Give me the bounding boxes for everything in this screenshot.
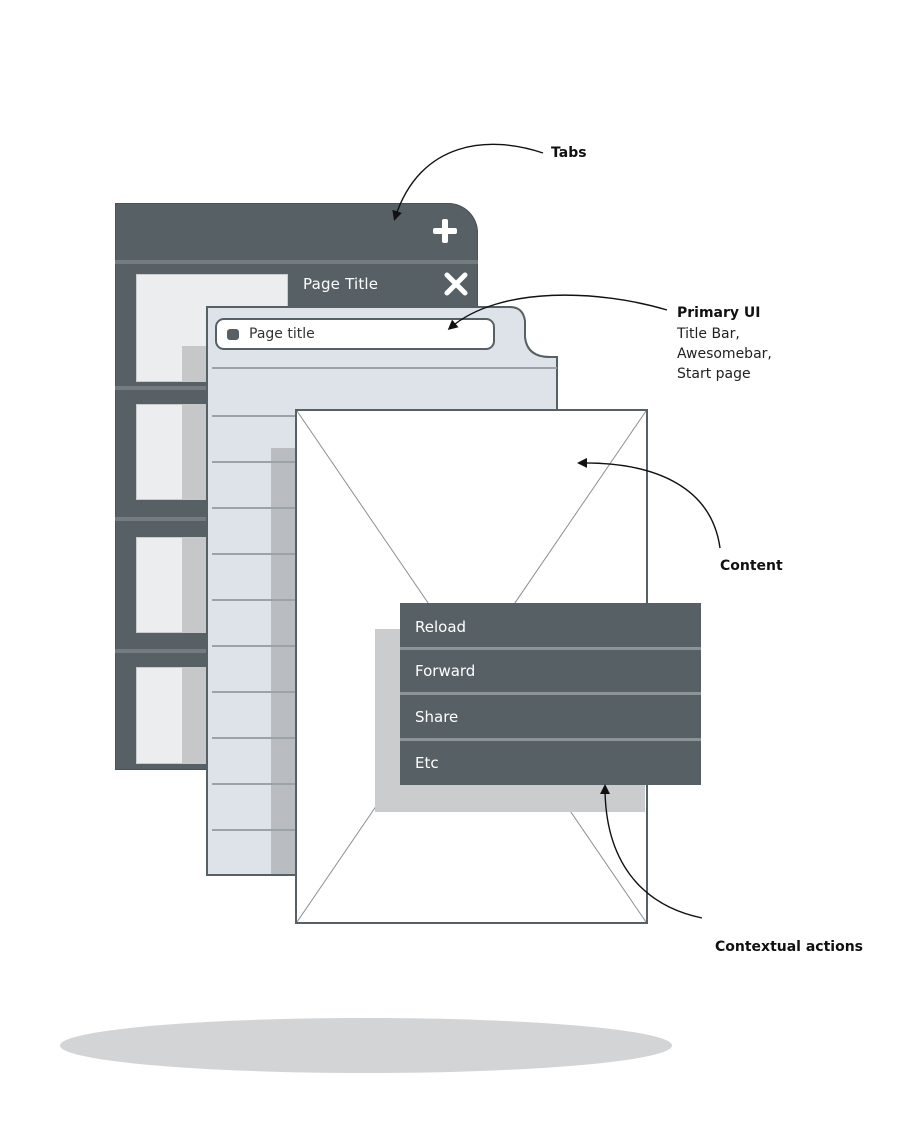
list-divider bbox=[212, 367, 557, 369]
ground-shadow bbox=[60, 1018, 672, 1073]
tabs-header-divider bbox=[115, 260, 478, 264]
primary-ui-description: Title Bar, Awesomebar, Start page bbox=[677, 324, 772, 384]
menu-item-etc[interactable]: Etc bbox=[415, 754, 439, 772]
tabs-label: Tabs bbox=[551, 145, 587, 161]
menu-divider bbox=[400, 692, 701, 695]
menu-divider bbox=[400, 647, 701, 650]
menu-item-reload[interactable]: Reload bbox=[415, 618, 467, 636]
url-text: Page title bbox=[249, 326, 315, 342]
primary-ui-label: Primary UI bbox=[677, 305, 761, 321]
menu-item-share[interactable]: Share bbox=[415, 708, 459, 726]
favicon-icon bbox=[227, 329, 239, 340]
primary-ui-desc-line: Start page bbox=[677, 366, 751, 382]
context-menu: Reload Forward Share Etc bbox=[400, 603, 701, 785]
contextual-actions-label: Contextual actions bbox=[715, 939, 864, 955]
menu-divider bbox=[400, 738, 701, 741]
primary-ui-desc-line: Awesomebar, bbox=[677, 346, 772, 362]
contextual-actions-arrow bbox=[600, 784, 703, 919]
close-icon[interactable] bbox=[443, 271, 469, 297]
menu-item-forward[interactable]: Forward bbox=[415, 662, 476, 680]
plus-icon[interactable] bbox=[431, 217, 459, 245]
tabs-arrow bbox=[392, 143, 544, 221]
content-label: Content bbox=[720, 558, 783, 574]
tab-title: Page Title bbox=[303, 275, 379, 293]
primary-ui-arrow bbox=[447, 294, 668, 330]
content-arrow bbox=[577, 457, 721, 549]
primary-ui-desc-line: Title Bar, bbox=[677, 326, 740, 342]
awesomebar-input[interactable]: Page title bbox=[215, 318, 495, 350]
